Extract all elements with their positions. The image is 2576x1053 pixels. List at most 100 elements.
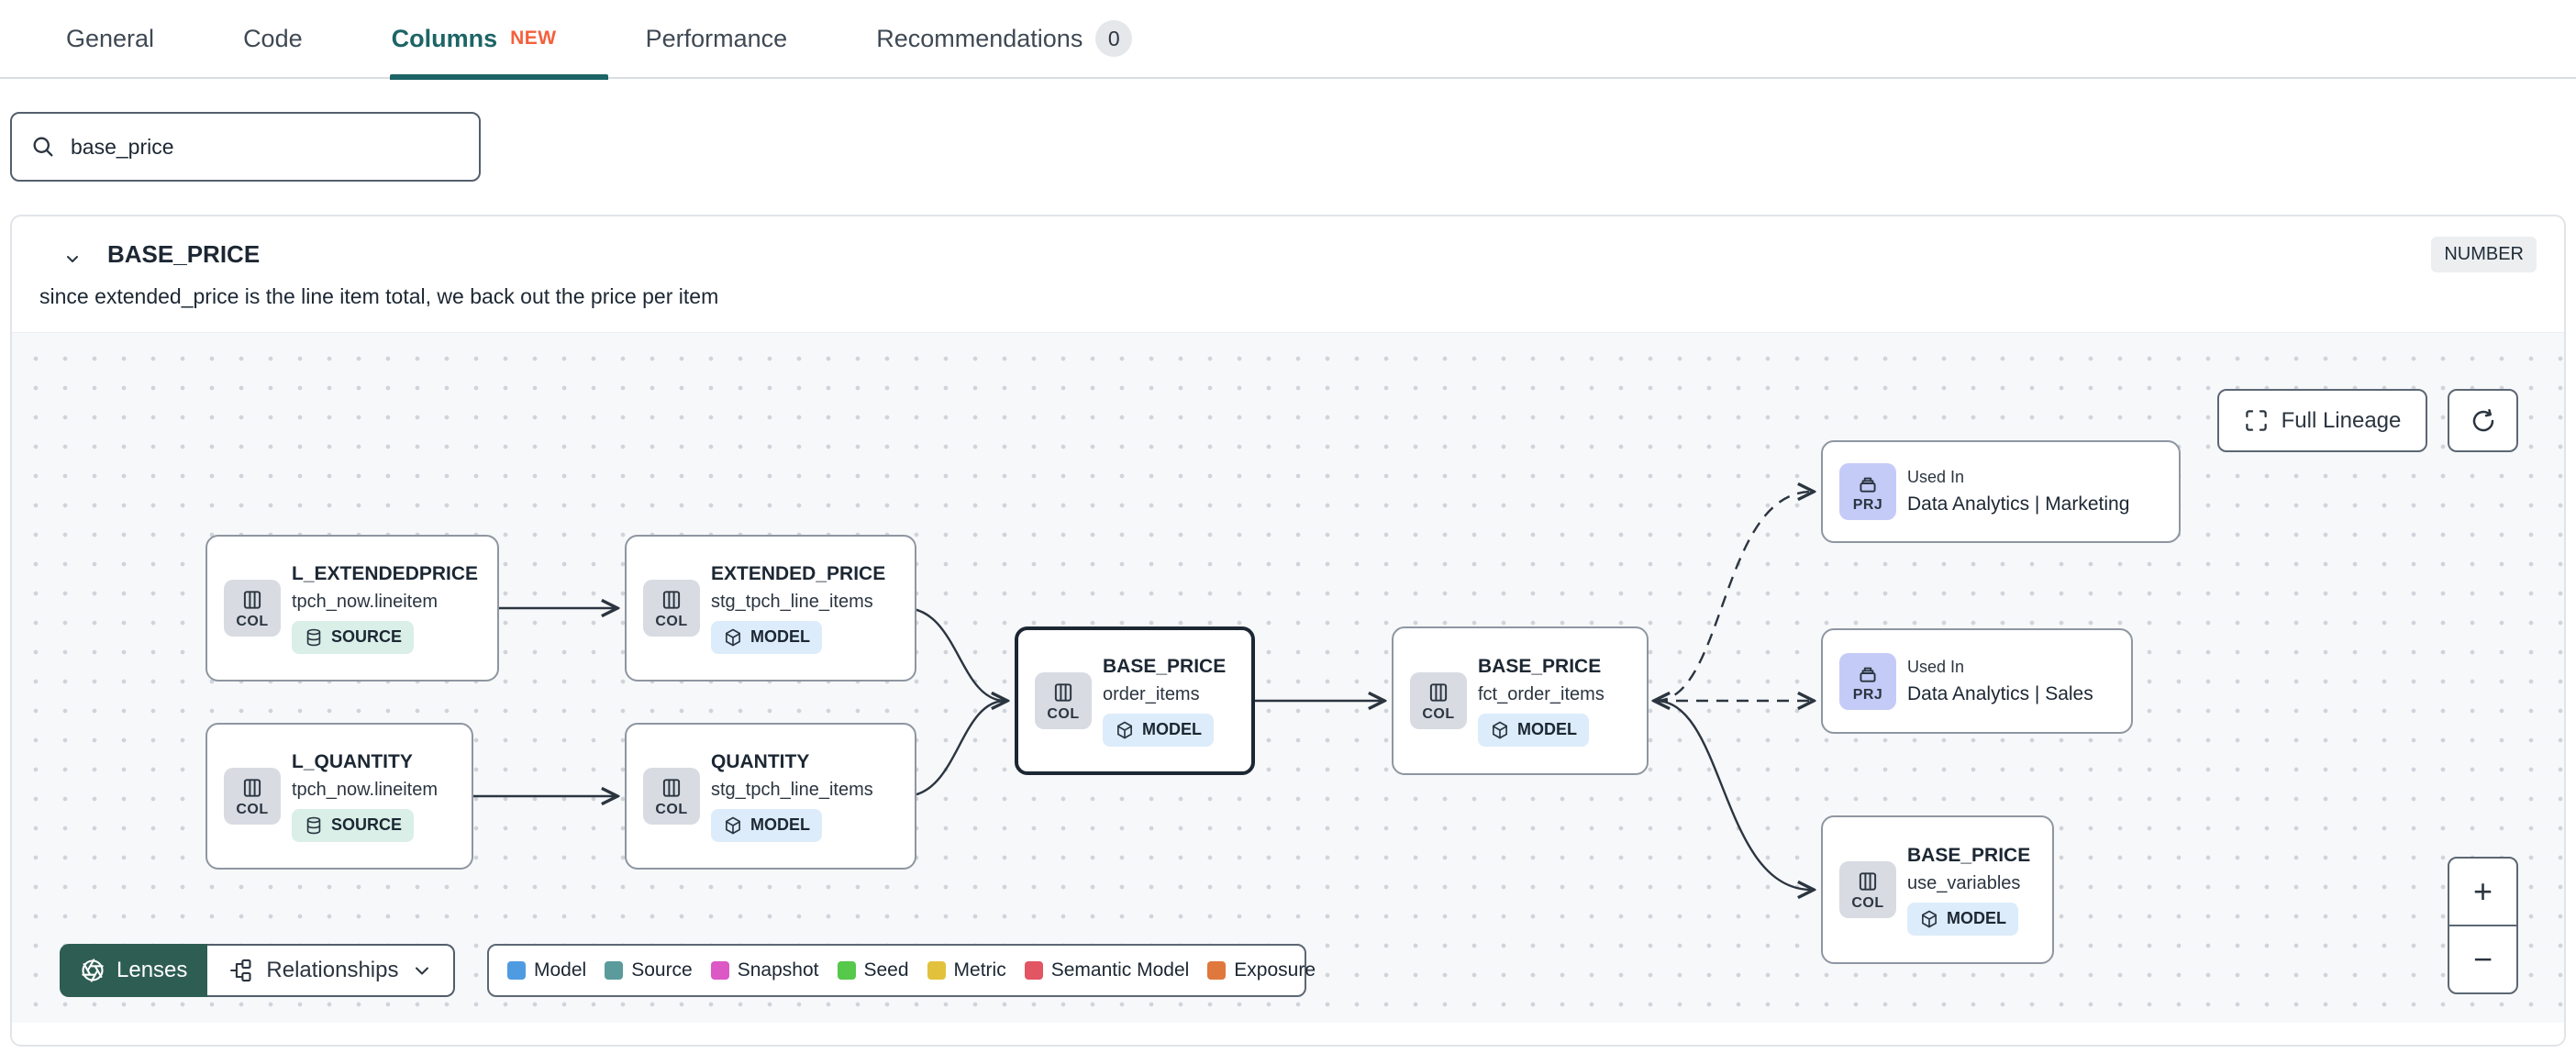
node-title: BASE_PRICE — [1103, 655, 1227, 677]
tab-bar: General Code Columns NEW Performance Rec… — [0, 0, 2576, 80]
column-chip: COL — [643, 768, 700, 825]
columns-icon — [662, 591, 681, 609]
legend-swatch — [1024, 961, 1043, 980]
column-detail-panel: BASE_PRICE NUMBER since extended_price i… — [10, 215, 2566, 1047]
project-icon — [1860, 477, 1876, 493]
zoom-out-button[interactable]: − — [2472, 940, 2493, 978]
column-chip: COL — [1410, 672, 1467, 729]
model-badge: MODEL — [1103, 713, 1214, 747]
tab-label: General — [66, 24, 155, 52]
node-extended-price[interactable]: COL EXTENDED_PRICE stg_tpch_line_items M… — [625, 535, 916, 682]
project-chip: PRJ — [1839, 463, 1896, 520]
legend-item: Snapshot — [710, 959, 819, 981]
node-title: BASE_PRICE — [1907, 844, 2031, 866]
node-base-price-use-variables[interactable]: COL BASE_PRICE use_variables MODEL — [1821, 815, 2054, 964]
node-subtitle: tpch_now.lineitem — [292, 591, 438, 612]
cube-icon — [1922, 910, 1937, 927]
lineage-canvas[interactable]: COL L_EXTENDEDPRICE tpch_now.lineitem SO… — [12, 332, 2564, 1023]
zoom-in-button[interactable]: + — [2449, 859, 2516, 926]
node-subtitle: fct_order_items — [1478, 683, 1604, 704]
used-in-label: Used In — [1907, 468, 1965, 486]
node-title: QUANTITY — [711, 750, 810, 772]
database-icon — [306, 628, 321, 646]
legend-item: Model — [507, 959, 586, 981]
cube-icon — [1493, 721, 1507, 738]
model-badge: MODEL — [1478, 713, 1589, 747]
hierarchy-icon — [230, 959, 251, 982]
legend-item: Exposure — [1207, 959, 1316, 981]
count-badge: 0 — [1095, 20, 1133, 57]
source-badge: SOURCE — [292, 620, 415, 654]
cube-icon — [726, 816, 740, 834]
node-subtitle: tpch_now.lineitem — [292, 779, 438, 800]
tab-label: Columns — [391, 24, 498, 52]
node-base-price-order-items[interactable]: COL BASE_PRICE order_items MODEL — [1015, 626, 1255, 775]
refresh-button[interactable] — [2448, 389, 2518, 452]
node-title: EXTENDED_PRICE — [711, 562, 886, 584]
new-badge: NEW — [510, 28, 557, 49]
column-description: since extended_price is the line item to… — [39, 284, 719, 308]
search-icon — [33, 137, 53, 157]
column-chip: COL — [643, 580, 700, 637]
node-subtitle: stg_tpch_line_items — [711, 591, 873, 612]
node-used-in-sales[interactable]: PRJ Used In Data Analytics | Sales — [1821, 628, 2133, 734]
zoom-control: + − — [2448, 857, 2518, 994]
column-chip: COL — [224, 580, 281, 637]
tab-label: Code — [243, 24, 303, 52]
model-badge: MODEL — [1907, 902, 2018, 936]
legend-item: Metric — [927, 959, 1006, 981]
search-input[interactable] — [71, 134, 461, 160]
columns-icon — [1054, 683, 1072, 702]
tab-performance[interactable]: Performance — [646, 0, 788, 78]
legend-item: Semantic Model — [1024, 959, 1189, 981]
columns-icon — [1429, 683, 1448, 702]
tab-label: Recommendations — [876, 24, 1083, 52]
expand-icon — [2245, 410, 2267, 431]
legend-swatch — [507, 961, 526, 980]
tab-recommendations[interactable]: Recommendations 0 — [876, 0, 1133, 78]
collapse-chevron[interactable] — [56, 242, 89, 275]
columns-icon — [662, 779, 681, 797]
column-chip: COL — [224, 768, 281, 825]
columns-icon — [1859, 872, 1877, 891]
column-chip: COL — [1839, 861, 1896, 918]
legend-item: Source — [605, 959, 693, 981]
tab-columns[interactable]: Columns NEW — [389, 0, 608, 80]
column-chip: COL — [1035, 672, 1092, 729]
project-name: Data Analytics | Marketing — [1907, 493, 2130, 515]
full-lineage-button[interactable]: Full Lineage — [2217, 389, 2427, 452]
lenses-control: Lenses Relationships — [60, 944, 456, 997]
columns-icon — [243, 779, 261, 797]
column-type-badge: NUMBER — [2431, 237, 2537, 272]
legend-swatch — [927, 961, 946, 980]
node-title: L_QUANTITY — [292, 750, 413, 772]
node-subtitle: order_items — [1103, 683, 1200, 704]
node-base-price-fct-order-items[interactable]: COL BASE_PRICE fct_order_items MODEL — [1392, 626, 1649, 775]
cube-icon — [726, 628, 740, 646]
model-badge: MODEL — [711, 620, 822, 654]
model-badge: MODEL — [711, 808, 822, 842]
node-l-quantity[interactable]: COL L_QUANTITY tpch_now.lineitem SOURCE — [205, 723, 473, 870]
refresh-icon — [2472, 408, 2493, 431]
tab-code[interactable]: Code — [243, 0, 303, 78]
relationships-dropdown[interactable]: Relationships — [207, 944, 456, 997]
node-l-extendedprice[interactable]: COL L_EXTENDEDPRICE tpch_now.lineitem SO… — [205, 535, 499, 682]
legend-item: Seed — [837, 959, 909, 981]
database-icon — [306, 816, 321, 834]
columns-icon — [243, 591, 261, 609]
column-header: BASE_PRICE NUMBER since extended_price i… — [12, 216, 2564, 332]
lenses-button[interactable]: Lenses — [60, 944, 208, 997]
tab-general[interactable]: General — [66, 0, 154, 78]
legend-swatch — [605, 961, 624, 980]
node-title: L_EXTENDEDPRICE — [292, 562, 479, 584]
legend-swatch — [837, 961, 856, 980]
column-name: BASE_PRICE — [107, 240, 261, 268]
cube-icon — [1117, 721, 1132, 738]
node-used-in-marketing[interactable]: PRJ Used In Data Analytics | Marketing — [1821, 440, 2181, 543]
legend-swatch — [1207, 961, 1227, 980]
node-title: BASE_PRICE — [1478, 655, 1602, 677]
node-quantity[interactable]: COL QUANTITY stg_tpch_line_items MODEL — [625, 723, 916, 870]
source-badge: SOURCE — [292, 808, 415, 842]
project-chip: PRJ — [1839, 652, 1896, 710]
column-search[interactable] — [10, 112, 481, 182]
